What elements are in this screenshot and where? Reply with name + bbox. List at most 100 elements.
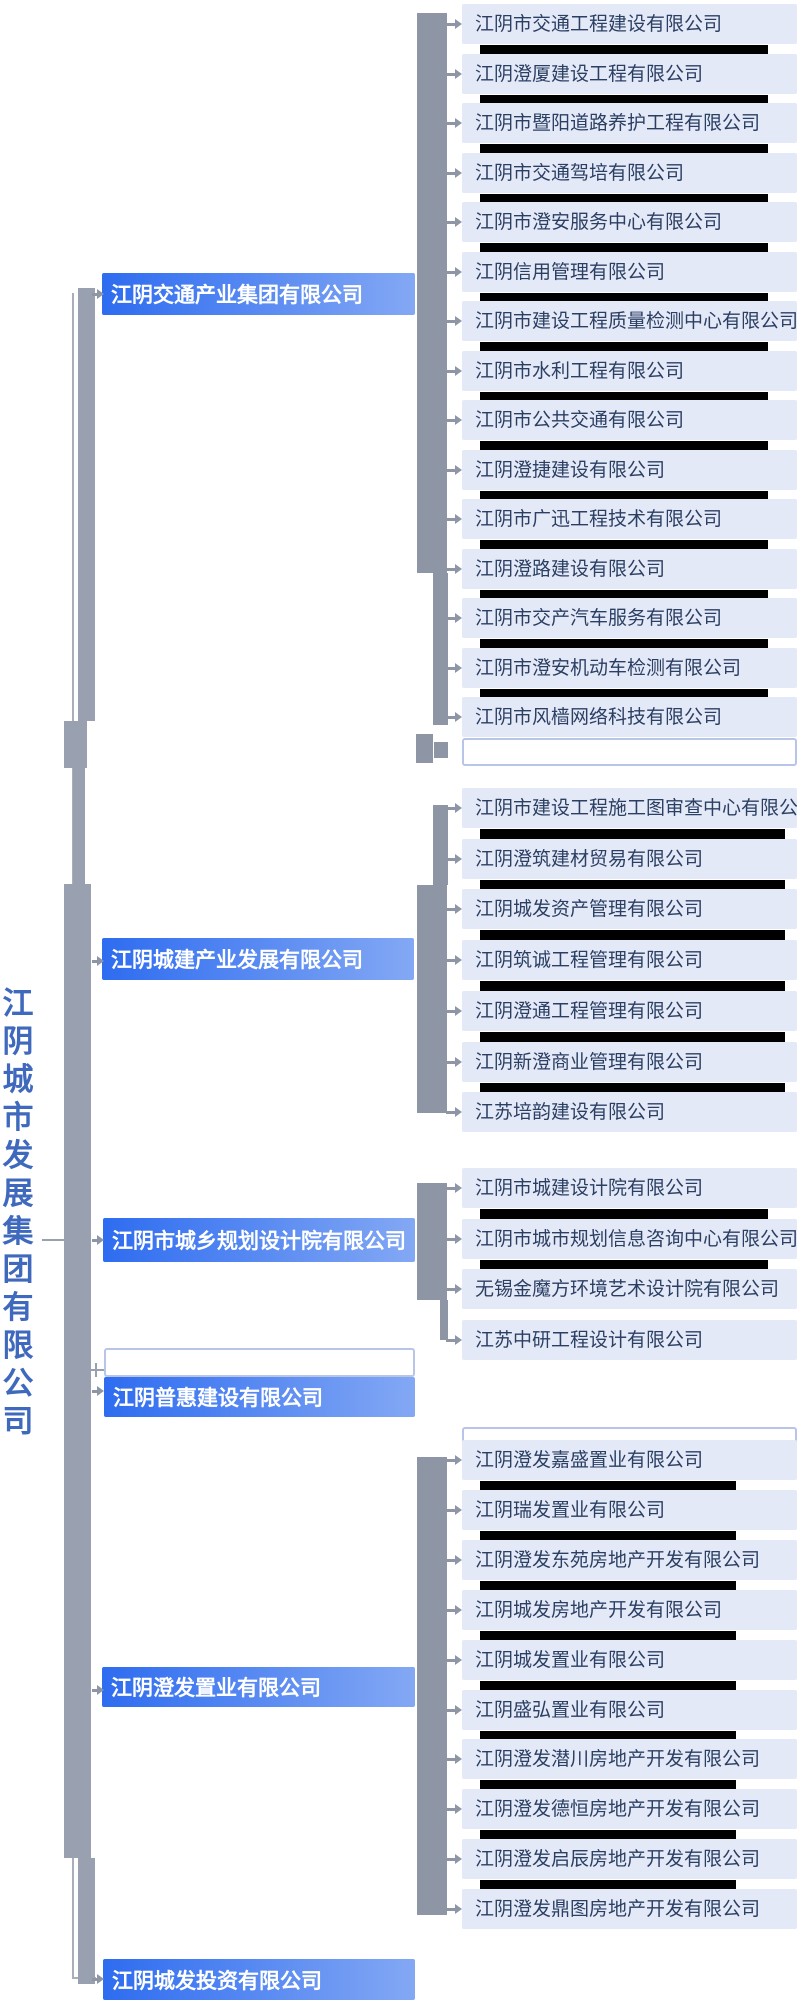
child-company-box: 江阴澄发嘉盛置业有限公司 xyxy=(462,1440,797,1480)
child-company-box: 江阴澄发鼎图房地产开发有限公司 xyxy=(462,1889,797,1929)
group-trunk xyxy=(433,805,448,885)
connector-arrow xyxy=(446,1504,463,1516)
root-title-vertical: 江阴城市发展集团有限公司 xyxy=(1,985,35,1441)
connector-arrow xyxy=(92,1234,105,1246)
parent-company-box: 江阴澄发置业有限公司 xyxy=(102,1667,415,1707)
child-company-box: 江苏中研工程设计有限公司 xyxy=(462,1320,797,1360)
arrow-tail xyxy=(446,121,456,125)
connector-arrow xyxy=(446,266,463,278)
connector-arrow xyxy=(446,802,463,814)
connector-arrow xyxy=(446,216,463,228)
child-company-box: 江阴市城建设计院有限公司 xyxy=(462,1168,797,1208)
child-company-box: 江阴筑诚工程管理有限公司 xyxy=(462,940,797,980)
arrow-tail xyxy=(446,369,456,373)
redaction-bar xyxy=(480,45,768,55)
group-trunk xyxy=(416,734,433,763)
spine-bar xyxy=(64,721,87,768)
child-company-box: 江阴城发资产管理有限公司 xyxy=(462,889,797,929)
arrow-head-icon xyxy=(97,289,104,299)
root-title-char: 团 xyxy=(2,1252,34,1288)
connector-arrow xyxy=(92,288,105,300)
child-company-box: 江阴市交产汽车服务有限公司 xyxy=(462,598,797,638)
child-company-box: 江阴市公共交通有限公司 xyxy=(462,400,797,440)
arrow-head-icon xyxy=(97,1235,104,1245)
arrow-head-icon xyxy=(455,366,462,376)
redaction-bar xyxy=(480,1581,736,1591)
connector-arrow xyxy=(446,1056,463,1068)
arrow-tail xyxy=(446,1458,456,1462)
arrow-head-icon xyxy=(97,1386,104,1396)
connector-arrow xyxy=(446,1803,463,1815)
parent-company-box: 江阴城建产业发展有限公司 xyxy=(102,938,414,980)
redaction-bar xyxy=(480,930,785,940)
child-company-box: 江阴市交通驾培有限公司 xyxy=(462,153,797,193)
child-company-box: 江阴新澄商业管理有限公司 xyxy=(462,1042,797,1082)
arrow-head-icon xyxy=(455,1705,462,1715)
arrow-head-icon xyxy=(97,1974,104,1984)
child-company-box: 江阴市澄安机动车检测有限公司 xyxy=(462,648,797,688)
arrow-tail xyxy=(446,418,456,422)
connector-arrow xyxy=(446,1283,463,1295)
arrow-head-icon xyxy=(455,854,462,864)
arrow-head-icon xyxy=(455,217,462,227)
redaction-bar xyxy=(480,95,768,105)
arrow-head-icon xyxy=(97,1685,104,1695)
child-company-box: 江阴城发置业有限公司 xyxy=(462,1640,797,1680)
connector-arrow xyxy=(446,711,463,723)
arrow-tail xyxy=(446,319,456,323)
stub-connector-line xyxy=(85,1369,104,1371)
root-title-char: 展 xyxy=(2,1176,34,1212)
redaction-bar xyxy=(480,1083,785,1093)
connector-arrow xyxy=(446,315,463,327)
group-trunk xyxy=(434,742,448,758)
child-company-box: 江阴市暨阳道路养护工程有限公司 xyxy=(462,103,797,143)
redaction-bar xyxy=(480,243,768,253)
arrow-head-icon xyxy=(455,69,462,79)
arrow-head-icon xyxy=(455,1107,462,1117)
arrow-head-icon xyxy=(455,1183,462,1193)
child-company-box: 江阴瑞发置业有限公司 xyxy=(462,1490,797,1530)
child-company-box: 江阴城发房地产开发有限公司 xyxy=(462,1590,797,1630)
arrow-head-icon xyxy=(455,955,462,965)
connector-arrow xyxy=(446,1182,463,1194)
child-company-box: 江阴市广迅工程技术有限公司 xyxy=(462,499,797,539)
redaction-bar xyxy=(480,1481,736,1491)
arrow-head-icon xyxy=(455,1505,462,1515)
connector-arrow xyxy=(446,1853,463,1865)
spine-bar xyxy=(78,1858,95,1984)
arrow-tail xyxy=(446,857,456,861)
arrow-tail xyxy=(92,1977,98,1981)
arrow-head-icon xyxy=(455,1804,462,1814)
connector-arrow xyxy=(446,1454,463,1466)
redaction-bar xyxy=(480,392,768,402)
parent-company-box: 江阴城发投资有限公司 xyxy=(103,1959,415,2000)
arrow-tail xyxy=(446,806,456,810)
redaction-bar xyxy=(480,1780,736,1790)
connector-arrow xyxy=(446,612,463,624)
redaction-bar xyxy=(480,144,768,154)
root-title-char: 司 xyxy=(2,1404,34,1440)
arrow-tail xyxy=(446,1508,456,1512)
arrow-tail xyxy=(446,1757,456,1761)
spine-bar xyxy=(64,884,91,1858)
child-company-box: 江阴市水利工程有限公司 xyxy=(462,351,797,391)
connector-arrow xyxy=(446,954,463,966)
child-company-box: 江阴澄厦建设工程有限公司 xyxy=(462,54,797,94)
connector-arrow xyxy=(92,1973,105,1985)
arrow-tail xyxy=(446,171,456,175)
arrow-tail xyxy=(92,1688,98,1692)
redaction-bar xyxy=(480,1880,736,1890)
arrow-tail xyxy=(446,958,456,962)
child-company-box: 江阴市澄安服务中心有限公司 xyxy=(462,202,797,242)
child-company-box: 江阴澄发德恒房地产开发有限公司 xyxy=(462,1789,797,1829)
arrow-head-icon xyxy=(455,465,462,475)
arrow-tail xyxy=(446,1658,456,1662)
arrow-tail xyxy=(446,1338,456,1342)
arrow-head-icon xyxy=(455,712,462,722)
root-title-char: 公 xyxy=(2,1366,34,1402)
arrow-head-icon xyxy=(455,904,462,914)
child-company-box: 江阴澄路建设有限公司 xyxy=(462,549,797,589)
arrow-tail xyxy=(446,22,456,26)
connector-arrow xyxy=(446,1654,463,1666)
